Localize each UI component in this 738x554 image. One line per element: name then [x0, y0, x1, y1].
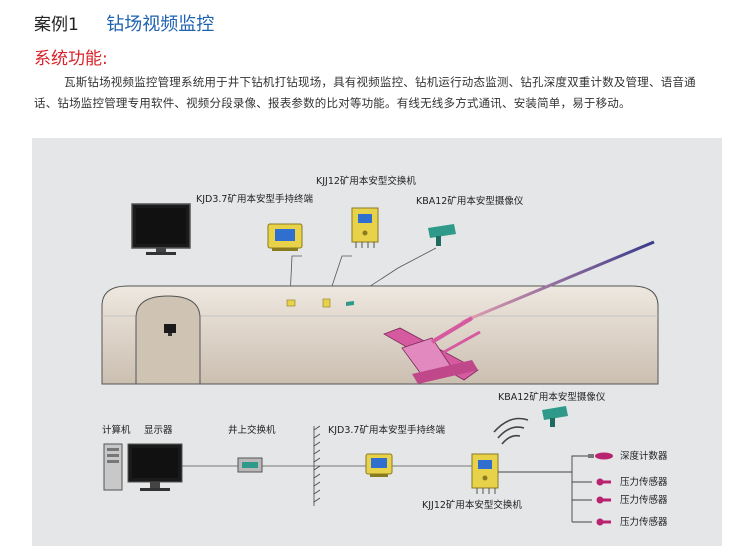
depth-counter-icon: [588, 452, 613, 460]
mine-tunnel: [101, 285, 659, 385]
label-top-terminal: KJD3.7矿用本安型手持终端: [196, 193, 313, 205]
camera-icon: [428, 224, 456, 246]
label-pressure-sensor-3: 压力传感器: [620, 516, 668, 528]
bottom-camera-icon: [542, 406, 568, 427]
section-heading: 系统功能:: [34, 49, 108, 69]
case-number: 案例1: [34, 15, 79, 35]
section-description: 瓦斯钻场视频监控管理系统用于井下钻机打钻现场，具有视频监控、钻机运行动态监测、钻…: [34, 75, 696, 110]
case-header: 案例1 钻场视频监控: [34, 10, 214, 36]
drill-rig-icon: [383, 316, 481, 384]
label-monitor: 显示器: [144, 425, 173, 436]
label-pressure-sensor-2: 压力传感器: [620, 494, 668, 506]
monitor-icon: [131, 203, 191, 255]
label-depth-counter: 深度计数器: [620, 450, 668, 462]
case-title: 钻场视频监控: [106, 14, 215, 35]
computer-tower-icon: [103, 443, 123, 491]
label-top-switch: KJJ12矿用本安型交换机: [316, 175, 416, 187]
diagram-canvas: KJJ12矿用本安型交换机 KJD3.7矿用本安型手持终端 KBA12矿用本安型…: [101, 175, 668, 528]
pressure-sensor-icon-2: [596, 496, 611, 504]
tunnel-camera-icon: [346, 301, 354, 306]
wireless-signal-icon: [493, 417, 529, 445]
switch-icon: [351, 207, 379, 248]
label-top-camera: KBA12矿用本安型摄像仪: [416, 195, 524, 207]
surface-switch-icon: [237, 457, 263, 473]
pressure-sensor-icon-3: [596, 518, 611, 526]
ground-divider: [313, 425, 321, 506]
tunnel-terminal-icon: [286, 299, 296, 307]
tunnel-switch-icon: [322, 298, 331, 308]
label-bottom-switch: KJJ12矿用本安型交换机: [422, 499, 522, 511]
bottom-switch-icon: [471, 453, 499, 494]
label-bottom-camera: KBA12矿用本安型摄像仪: [498, 391, 606, 403]
pressure-sensor-icon-1: [596, 478, 611, 486]
label-pressure-sensor-1: 压力传感器: [620, 476, 668, 488]
label-bottom-terminal: KJD3.7矿用本安型手持终端: [328, 424, 445, 436]
drill-rod: [461, 240, 655, 324]
label-surface-switch: 井上交换机: [228, 424, 276, 436]
label-computer: 计算机: [102, 424, 131, 436]
handheld-terminal-icon: [267, 223, 303, 251]
bottom-terminal-icon: [365, 453, 393, 477]
bottom-monitor-icon: [127, 443, 183, 491]
system-diagram: KJJ12矿用本安型交换机 KJD3.7矿用本安型手持终端 KBA12矿用本安型…: [32, 138, 722, 546]
